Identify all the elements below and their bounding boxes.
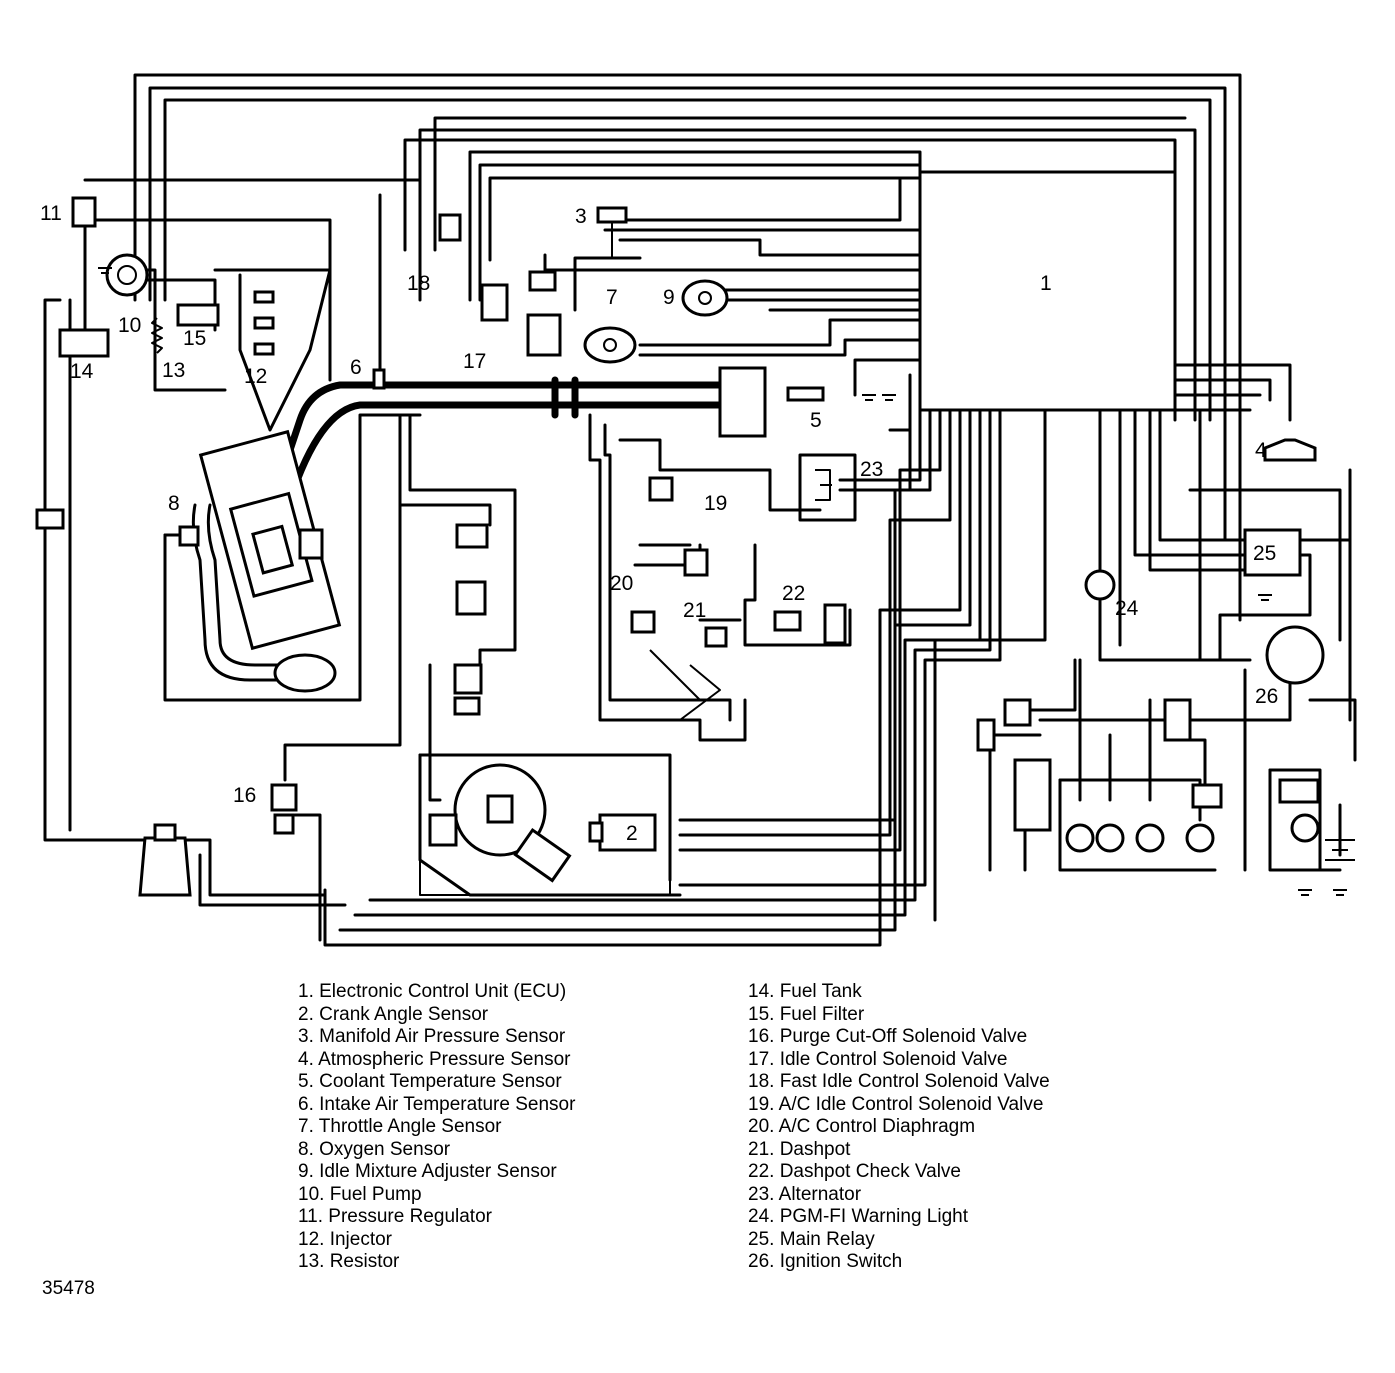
callout-21: 21: [683, 599, 706, 622]
map-sensor: [596, 206, 628, 224]
intake-air-temp-sensor: [372, 368, 386, 390]
legend-item: 5. Coolant Temperature Sensor: [298, 1071, 562, 1092]
callout-6: 6: [350, 356, 362, 379]
battery: [1325, 839, 1355, 861]
callout-17: 17: [463, 350, 486, 373]
legend-item: 12. Injector: [298, 1228, 392, 1250]
legend-item: 4. Atmospheric Pressure Sensor: [298, 1048, 571, 1070]
legend-item: 18. Fast Idle Control Solenoid Valve: [748, 1071, 1050, 1092]
callout-14: 14: [70, 360, 94, 383]
legend-item: 2. Crank Angle Sensor: [298, 1003, 489, 1025]
legend-item: 26. Ignition Switch: [748, 1251, 903, 1272]
legend-item: 19. A/C Idle Control Solenoid Valve: [748, 1093, 1044, 1115]
callout-22: 22: [782, 582, 805, 605]
ac-idle-valve: [648, 476, 674, 502]
charcoal-canister: [138, 836, 192, 897]
idle-mixture-adjuster: [681, 279, 729, 317]
legend-item: 11. Pressure Regulator: [298, 1206, 492, 1227]
ac-control-diaphragm: [630, 610, 656, 634]
callout-3: 3: [575, 205, 587, 228]
legend-item: 17. Idle Control Solenoid Valve: [748, 1048, 1008, 1070]
dashpot-check-valve: [773, 610, 802, 632]
callout-18: 18: [407, 272, 430, 295]
callout-13: 13: [162, 359, 185, 382]
ignition-switch: [1265, 625, 1325, 685]
callout-5: 5: [810, 409, 822, 432]
purge-cutoff-valve: [270, 783, 298, 812]
air-cleaner: [718, 366, 767, 438]
oxygen-sensor: [178, 525, 200, 547]
legend-item: 15. Fuel Filter: [748, 1003, 865, 1025]
callout-10: 10: [118, 314, 141, 337]
legend-item: 23. Alternator: [748, 1183, 862, 1205]
callout-20: 20: [610, 572, 633, 595]
ecu-box: [918, 170, 1177, 412]
callout-23: 23: [860, 458, 883, 481]
callout-4: 4: [1255, 439, 1267, 462]
legend-item: 22. Dashpot Check Valve: [748, 1161, 961, 1182]
callout-25: 25: [1253, 542, 1276, 565]
atmospheric-pressure-sensor: [1263, 438, 1317, 462]
callout-19: 19: [704, 492, 727, 515]
legend-item: 1. Electronic Control Unit (ECU): [298, 981, 567, 1002]
coolant-temp-sensor: [786, 386, 825, 402]
callout-26: 26: [1255, 685, 1278, 708]
legend-item: 16. Purge Cut-Off Solenoid Valve: [748, 1026, 1028, 1047]
callout-9: 9: [663, 286, 675, 309]
fuel-filter: [176, 303, 220, 327]
pressure-regulator: [71, 196, 97, 228]
callout-12: 12: [244, 365, 267, 388]
fuel-tank: [58, 328, 110, 358]
callout-11: 11: [40, 202, 62, 225]
main-relay: [1243, 528, 1302, 577]
engine: [198, 429, 342, 651]
callout-7: 7: [606, 286, 618, 309]
fast-idle-valve: [438, 213, 462, 242]
callout-1: 1: [1040, 272, 1052, 295]
component-legend-left: 1. Electronic Control Unit (ECU) 2. Cran…: [298, 981, 575, 1274]
dashpot: [704, 626, 728, 648]
figure-number: 35478: [42, 1278, 95, 1299]
injectors: [238, 268, 332, 432]
legend-item: 20. A/C Control Diaphragm: [748, 1116, 976, 1137]
callouts: 1 2 3 4 5 6 7 8 9 10 11 12 13 14 15 16 1…: [40, 202, 1278, 845]
alternator: [815, 469, 832, 501]
components: [35, 170, 1355, 897]
catalytic-converter: [273, 653, 337, 693]
legend-item: 13. Resistor: [298, 1251, 400, 1272]
resistor: [151, 317, 163, 354]
component-legend-right: 14. Fuel Tank 15. Fuel Filter 16. Purge …: [748, 981, 1050, 1274]
legend-item: 21. Dashpot: [748, 1138, 851, 1160]
callout-8: 8: [168, 492, 180, 515]
legend-item: 9. Idle Mixture Adjuster Sensor: [298, 1161, 557, 1182]
legend-item: 24. PGM-FI Warning Light: [748, 1206, 968, 1227]
warning-light: [1084, 569, 1116, 601]
legend-item: 6. Intake Air Temperature Sensor: [298, 1093, 576, 1115]
callout-16: 16: [233, 784, 256, 807]
callout-24: 24: [1115, 597, 1139, 620]
legend-item: 8. Oxygen Sensor: [298, 1138, 451, 1160]
callout-15: 15: [183, 327, 206, 350]
distributor: [419, 754, 671, 896]
crank-angle-sensor: [598, 813, 657, 852]
idle-control-valve: [480, 283, 509, 322]
legend-item: 3. Manifold Air Pressure Sensor: [298, 1026, 566, 1047]
legend-item: 14. Fuel Tank: [748, 981, 862, 1002]
legend-item: 25. Main Relay: [748, 1228, 875, 1250]
throttle-angle-sensor: [583, 326, 637, 364]
legend-item: 10. Fuel Pump: [298, 1183, 422, 1205]
callout-2: 2: [626, 822, 638, 845]
fuel-pump: [105, 253, 149, 297]
legend-item: 7. Throttle Angle Sensor: [298, 1116, 502, 1137]
